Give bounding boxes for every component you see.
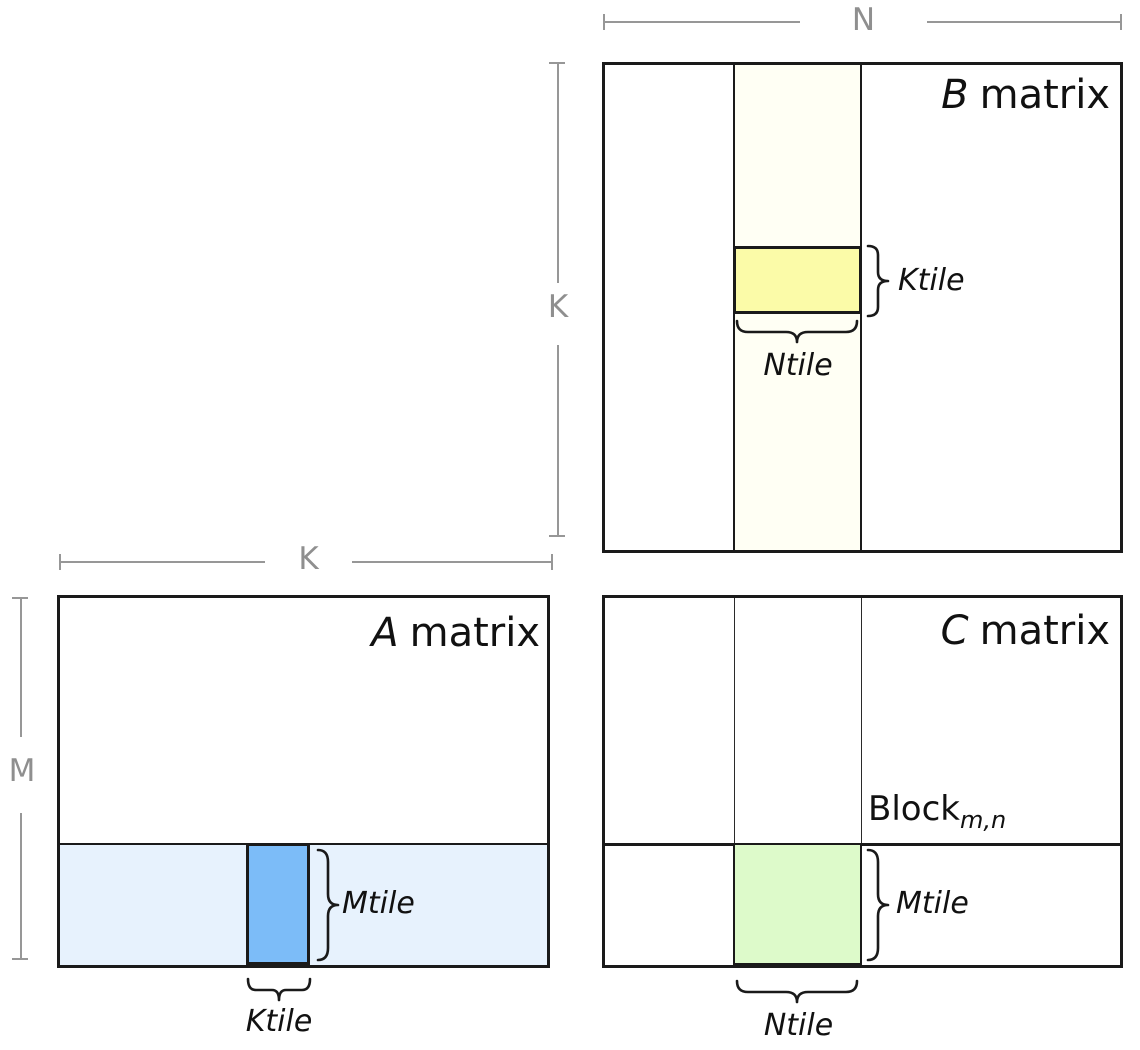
a-matrix-title-word: matrix: [409, 610, 540, 656]
a-matrix-title-letter: A: [371, 610, 399, 656]
c-block-label-base: Block: [868, 789, 960, 829]
c-block-label-subscript: m,n: [959, 806, 1007, 834]
b-matrix-title-word: matrix: [979, 72, 1110, 118]
b-ktile-label: Ktile: [898, 263, 965, 298]
a-ktile-label: Ktile: [245, 1004, 313, 1039]
dim-n-tick-left: [603, 14, 605, 30]
b-matrix-ktile-tile: [733, 246, 862, 314]
c-matrix-title-word: matrix: [979, 608, 1110, 654]
c-ntile-underbrace-icon: [735, 979, 859, 1004]
dim-k-vertical-tick-bottom: [549, 535, 565, 537]
dim-k-horizontal-line-left: [60, 561, 265, 563]
a-ktile-underbrace-icon: [246, 977, 312, 1002]
c-block-label: Blockm,n: [868, 789, 1006, 834]
b-ntile-underbrace-icon: [735, 319, 859, 344]
c-mtile-label: Mtile: [896, 886, 969, 921]
a-matrix-mtile-tile: [246, 843, 310, 965]
c-matrix-row-divider: [605, 843, 1120, 846]
dim-n-line-right: [927, 21, 1122, 23]
c-matrix-column-divider-right: [861, 598, 862, 965]
dim-k-vertical-tick-top: [549, 62, 565, 64]
dim-k-horizontal-tick-left: [59, 554, 61, 570]
c-matrix-block-tile: [733, 843, 862, 965]
dim-k-vertical-line-bottom: [557, 345, 559, 537]
dim-n-line-left: [604, 21, 800, 23]
dim-n-label: N: [851, 2, 876, 38]
dim-m-line-bottom: [20, 813, 22, 960]
b-ntile-label: Ntile: [763, 348, 833, 383]
c-mtile-brace-icon: [866, 848, 890, 962]
dim-k-horizontal-label: K: [298, 541, 319, 577]
c-matrix-box: [602, 595, 1123, 968]
dim-k-vertical-label: K: [547, 289, 569, 325]
dim-k-vertical-line-top: [557, 63, 559, 283]
b-matrix-title-letter: B: [941, 72, 969, 118]
a-mtile-brace-icon: [316, 848, 340, 962]
dim-m-tick-top: [12, 597, 28, 599]
dim-n-tick-right: [1120, 14, 1122, 30]
b-matrix-box: [602, 62, 1123, 553]
c-matrix-title-letter: C: [940, 608, 969, 654]
dim-m-tick-bottom: [12, 958, 28, 960]
dim-k-horizontal-tick-right: [551, 554, 553, 570]
c-ntile-label: Ntile: [763, 1008, 834, 1043]
a-mtile-label: Mtile: [342, 886, 415, 921]
c-matrix-column-divider-left: [734, 598, 735, 965]
dim-m-line-top: [20, 598, 22, 737]
dim-m-label: M: [8, 753, 36, 789]
dim-k-horizontal-line-right: [352, 561, 552, 563]
b-ktile-brace-icon: [866, 244, 890, 318]
